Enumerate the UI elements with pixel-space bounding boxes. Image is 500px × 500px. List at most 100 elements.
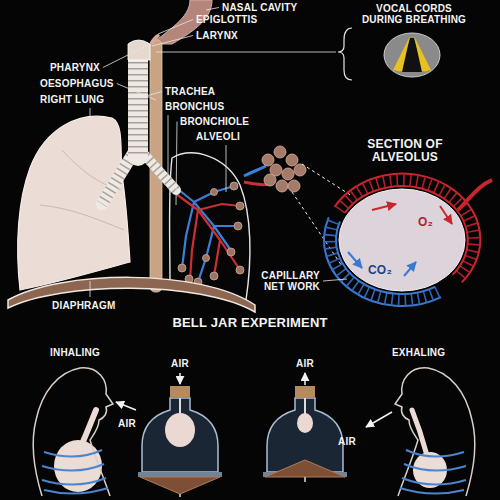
glass-tube <box>304 398 306 414</box>
air-label: AIR <box>118 418 136 429</box>
ribs <box>400 450 466 494</box>
rubber-sheet <box>140 477 220 494</box>
bell-jar <box>263 373 347 482</box>
air-label: AIR <box>296 358 314 369</box>
bracket-line <box>156 52 336 53</box>
leader-line <box>90 108 91 124</box>
oxygen-arrow <box>440 206 452 224</box>
part-label: BRONCHIOLE <box>180 116 249 127</box>
section-heading: BELL JAR EXPERIMENT <box>150 316 350 330</box>
leader-line <box>90 281 91 297</box>
jar-glass <box>142 398 218 472</box>
artery-tree <box>176 194 240 280</box>
phase-label: INHALING <box>50 347 100 358</box>
trachea <box>128 60 148 156</box>
glottis <box>384 33 440 77</box>
alveolus <box>264 174 276 186</box>
alveolus <box>211 189 218 196</box>
bracket <box>338 28 352 80</box>
right-lung <box>18 116 130 290</box>
diaphragm <box>8 277 255 312</box>
glass-tube <box>179 398 181 414</box>
oxygen-arrow <box>372 204 396 210</box>
leader-line <box>168 115 169 177</box>
leader-line <box>206 8 219 11</box>
pull-string <box>304 477 306 482</box>
part-label: BRONCHUS <box>165 101 224 112</box>
leader-line <box>103 44 150 68</box>
lung-lobe-line <box>40 205 124 230</box>
alveolus <box>236 266 244 274</box>
air-label: AIR <box>171 358 189 369</box>
part-label: OESOPHAGUS <box>40 78 114 89</box>
left-lung <box>170 153 250 300</box>
carbon-dioxide-arrow <box>348 252 362 268</box>
part-label: DIAPHRAGM <box>52 300 115 311</box>
alveolus <box>178 264 186 272</box>
alveolus <box>236 202 244 210</box>
phase-label: EXHALING <box>392 347 445 358</box>
alveolus <box>234 222 242 230</box>
cork <box>170 386 190 398</box>
alveolus-section <box>244 146 492 306</box>
leader-line <box>117 84 156 101</box>
air-label: AIR <box>338 436 356 447</box>
vocal-cords-icon <box>156 28 440 80</box>
alveolus <box>227 248 235 256</box>
part-label: RIGHT LUNG <box>40 94 104 105</box>
part-label: CAPILLARY NET WORK <box>258 270 320 292</box>
larynx <box>128 40 150 60</box>
part-label: PHARYNX <box>50 62 100 73</box>
alveoli-clusters <box>178 182 244 286</box>
alveolus <box>203 255 210 262</box>
zoom-line <box>302 164 352 196</box>
vein <box>244 166 266 176</box>
bell-jar <box>138 373 222 497</box>
gas-label: CO₂ <box>368 264 392 277</box>
jar-rim <box>138 472 222 477</box>
alveolus <box>262 154 274 166</box>
alveolus-wall <box>339 189 465 291</box>
cork <box>295 386 315 398</box>
air-arrow <box>179 373 181 384</box>
balloon <box>297 413 313 433</box>
inhaling-figure <box>33 368 136 496</box>
air-arrow <box>116 402 136 410</box>
gas-label: O₂ <box>418 216 433 229</box>
pull-string <box>179 494 181 497</box>
alveolus <box>210 272 218 280</box>
balloon <box>165 413 195 447</box>
leader-line <box>226 145 227 192</box>
air-arrow <box>304 373 306 385</box>
leader-line <box>158 20 193 35</box>
part-label: ALVEOLI <box>196 131 240 142</box>
vocal-cord <box>393 36 410 72</box>
part-label: LARYNX <box>196 30 238 41</box>
alveolus <box>276 180 288 192</box>
section-heading: VOCAL CORDS DURING BREATHING <box>360 3 468 25</box>
exhaling-figure <box>366 368 475 496</box>
airway <box>82 410 96 444</box>
alveolus <box>274 146 286 158</box>
ribs <box>42 450 108 494</box>
head-outline <box>395 368 475 496</box>
alveolus <box>282 168 294 180</box>
exhaling-body <box>395 368 475 496</box>
head-outline <box>33 368 113 496</box>
air-arrow <box>366 412 392 427</box>
rubber-sheet <box>265 460 345 477</box>
leader-line <box>152 36 193 47</box>
trachea-rings <box>128 62 148 154</box>
leader-line <box>323 279 347 281</box>
part-label: EPIGLOTTIS <box>196 14 257 25</box>
airway <box>412 410 426 452</box>
airway-figure <box>8 0 255 312</box>
alveolus <box>286 154 298 166</box>
artery <box>458 180 492 210</box>
leader-line <box>176 122 177 206</box>
leader-line <box>146 92 162 97</box>
part-label: TRACHEA <box>165 86 215 97</box>
part-label: NASAL CAVITY <box>222 2 297 13</box>
